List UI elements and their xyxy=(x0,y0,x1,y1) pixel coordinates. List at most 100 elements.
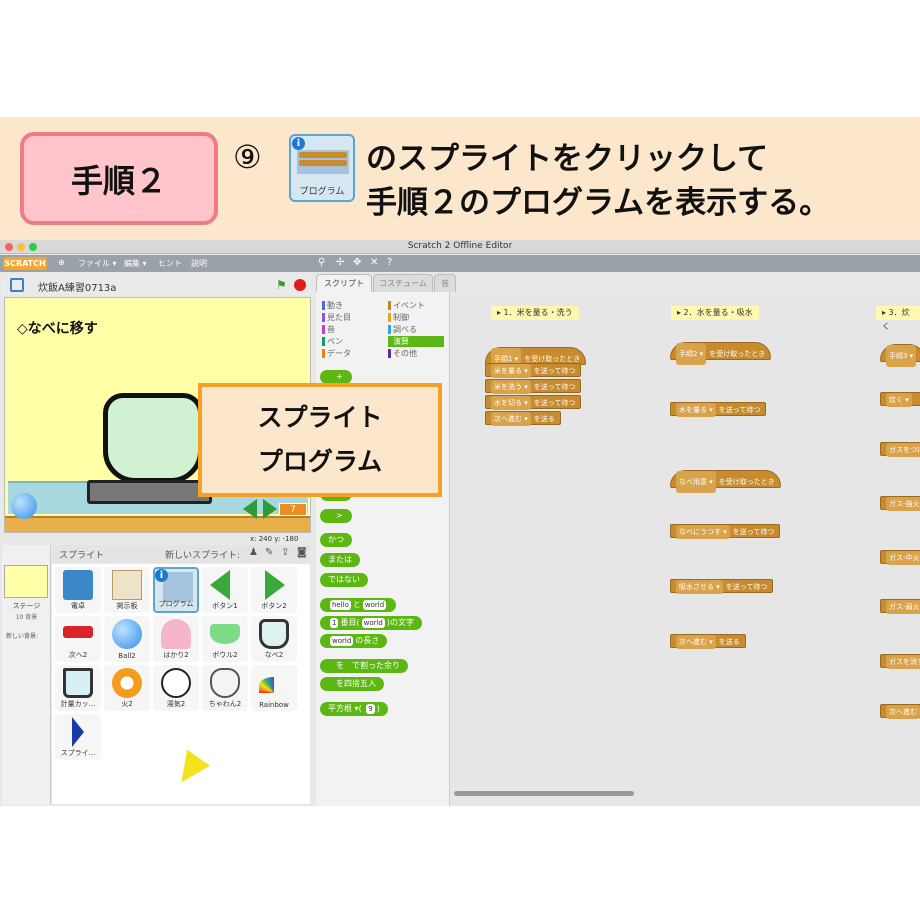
category-item[interactable]: ペン xyxy=(322,336,343,347)
sprite-tile[interactable]: ボタン1 xyxy=(202,567,248,613)
tab-costumes[interactable]: コスチューム xyxy=(373,274,433,292)
message-dropdown[interactable]: ガスを消す xyxy=(886,655,920,669)
message-dropdown[interactable]: 吸水させる ▾ xyxy=(676,580,723,594)
sprite-tile[interactable]: 火2 xyxy=(104,665,150,711)
sprite-tile[interactable]: ボウル2 xyxy=(202,616,248,662)
script-block[interactable]: なべにうつす ▾を送って待つ xyxy=(670,524,781,539)
info-icon[interactable]: i xyxy=(155,569,168,582)
sprite-tile[interactable]: スプライ... xyxy=(55,714,101,760)
operator-gt-block[interactable]: > xyxy=(320,509,352,523)
stage-thumbnail-pane[interactable]: ステージ 10 背景 新しい背景: xyxy=(2,545,51,805)
comment-step2[interactable]: ▸ 2．水を量る・吸水 xyxy=(671,306,759,320)
sprite-tile[interactable]: ちゃわん2 xyxy=(202,665,248,711)
green-flag-icon[interactable]: ⚑ xyxy=(276,278,287,292)
sprite-tile[interactable]: 湯気2 xyxy=(153,665,199,711)
message-dropdown[interactable]: ガスをつけ xyxy=(886,443,920,457)
duplicate-icon[interactable]: ⚲ xyxy=(318,257,326,268)
operator-round-block[interactable]: を四捨五入 xyxy=(320,677,384,691)
message-dropdown[interactable]: なべにうつす ▾ xyxy=(676,525,730,539)
script-block[interactable]: 次へ進む ▾を送る xyxy=(670,634,746,649)
operator-or-block[interactable]: または xyxy=(320,553,360,567)
help-icon[interactable]: ? xyxy=(387,257,393,268)
menu-edit[interactable]: 編集 ▾ xyxy=(124,259,147,268)
script-block[interactable]: ガス-中火 xyxy=(880,550,920,565)
script-block[interactable]: ガスをつけ xyxy=(880,442,920,457)
message-dropdown[interactable]: なべ用意 ▾ xyxy=(676,471,716,493)
menu-tips[interactable]: ヒント xyxy=(158,259,182,268)
horizontal-scrollbar[interactable] xyxy=(454,791,634,796)
script-block[interactable]: 米を量る ▾を送って待つ xyxy=(485,363,582,378)
camera-icon[interactable]: ◙ xyxy=(297,547,307,558)
cut-icon[interactable]: ✢ xyxy=(336,257,345,268)
script-area[interactable]: ▸ 1．米を量る・洗う ▸ 2．水を量る・吸水 ▸ 3．炊く 手順1 ▾を受け取… xyxy=(451,292,920,806)
message-dropdown[interactable]: 炊く ▾ xyxy=(886,393,912,407)
script-block[interactable]: ガスを消す xyxy=(880,654,920,669)
paint-icon[interactable]: ✎ xyxy=(265,547,274,558)
category-item[interactable]: 制御 xyxy=(388,312,444,323)
message-dropdown[interactable]: 米を洗う ▾ xyxy=(491,380,531,394)
script-block[interactable]: 米を洗う ▾を送って待つ xyxy=(485,379,582,394)
operator-and-block[interactable]: かつ xyxy=(320,533,352,547)
operator-add-block[interactable]: + xyxy=(320,370,352,384)
script-block[interactable]: 炊く ▾ xyxy=(880,392,920,407)
sprite-tile[interactable]: Rainbow xyxy=(251,665,297,711)
upload-icon[interactable]: ⇪ xyxy=(281,547,290,558)
shrink-icon[interactable]: ✕ xyxy=(370,257,379,268)
maximize-icon[interactable] xyxy=(29,243,37,251)
message-dropdown[interactable]: 米を量る ▾ xyxy=(491,364,531,378)
category-item[interactable]: データ xyxy=(322,348,351,359)
message-dropdown[interactable]: ガス-弱火 xyxy=(886,600,920,614)
prev-arrow-icon[interactable] xyxy=(243,499,257,519)
message-dropdown[interactable]: 次へ進む xyxy=(886,705,920,719)
script-block[interactable]: ガス-強火 xyxy=(880,496,920,511)
fullscreen-icon[interactable] xyxy=(10,278,24,292)
operator-sqrt-block[interactable]: 平方根 ▾( 9) xyxy=(320,702,388,716)
operator-not-block[interactable]: ではない xyxy=(320,573,368,587)
category-item[interactable]: 動き xyxy=(322,300,343,311)
sprite-tile[interactable]: 次へ2 xyxy=(55,616,101,662)
script-block[interactable]: 水を切る ▾を送って待つ xyxy=(485,395,582,410)
category-item[interactable]: 見た目 xyxy=(322,312,351,323)
grow-icon[interactable]: ✥ xyxy=(353,257,362,268)
ball-sprite[interactable] xyxy=(11,493,37,519)
script-block[interactable]: 吸水させる ▾を送って待つ xyxy=(670,579,774,594)
script-block[interactable]: 手順2 ▾を受け取ったとき xyxy=(670,342,772,365)
message-dropdown[interactable]: 次へ進む ▾ xyxy=(676,635,716,649)
sprite-tile[interactable]: Ball2 xyxy=(104,616,150,662)
globe-icon[interactable]: ⊕ xyxy=(58,258,65,267)
sprite-tile[interactable]: はかり2 xyxy=(153,616,199,662)
operator-mod-block[interactable]: を で割った余り xyxy=(320,659,408,673)
menu-about[interactable]: 説明 xyxy=(191,259,207,268)
menu-file[interactable]: ファイル ▾ xyxy=(78,259,117,268)
close-icon[interactable] xyxy=(5,243,13,251)
message-dropdown[interactable]: ガス-中火 xyxy=(886,551,920,565)
category-item[interactable]: 音 xyxy=(322,324,335,335)
message-dropdown[interactable]: ガス-強火 xyxy=(886,497,920,511)
script-block[interactable]: 手順3 ▾ xyxy=(880,344,920,367)
next-arrow-icon[interactable] xyxy=(263,499,277,519)
pot-sprite[interactable] xyxy=(103,393,203,483)
category-item[interactable]: イベント xyxy=(388,300,444,311)
message-dropdown[interactable]: 水を切る ▾ xyxy=(491,396,531,410)
stage-thumbnail[interactable] xyxy=(4,565,48,598)
tab-sounds[interactable]: 音 xyxy=(434,274,456,292)
script-block[interactable]: ガス-弱火 xyxy=(880,599,920,614)
message-dropdown[interactable]: 次へ進む ▾ xyxy=(491,412,531,426)
minimize-icon[interactable] xyxy=(17,243,25,251)
script-block[interactable]: 次へ進む ▾を送る xyxy=(485,411,561,426)
message-dropdown[interactable]: 手順3 ▾ xyxy=(886,345,917,367)
sprite-tile[interactable]: 計量カッ... xyxy=(55,665,101,711)
category-item[interactable]: その他 xyxy=(388,348,444,359)
comment-step3[interactable]: ▸ 3．炊く xyxy=(876,306,920,331)
comment-step1[interactable]: ▸ 1．米を量る・洗う xyxy=(491,306,579,320)
sprite-tile[interactable]: なべ2 xyxy=(251,616,297,662)
sprite-library-icon[interactable]: ♟ xyxy=(249,547,258,558)
sprite-tile[interactable]: 掲示板 xyxy=(104,567,150,613)
script-block[interactable]: 水を量る ▾を送って待つ xyxy=(670,402,767,417)
script-block[interactable]: なべ用意 ▾を受け取ったとき xyxy=(670,470,781,493)
category-item[interactable]: 調べる xyxy=(388,324,444,335)
stage-canvas[interactable]: ◇なべに移す 7 xyxy=(4,297,311,533)
